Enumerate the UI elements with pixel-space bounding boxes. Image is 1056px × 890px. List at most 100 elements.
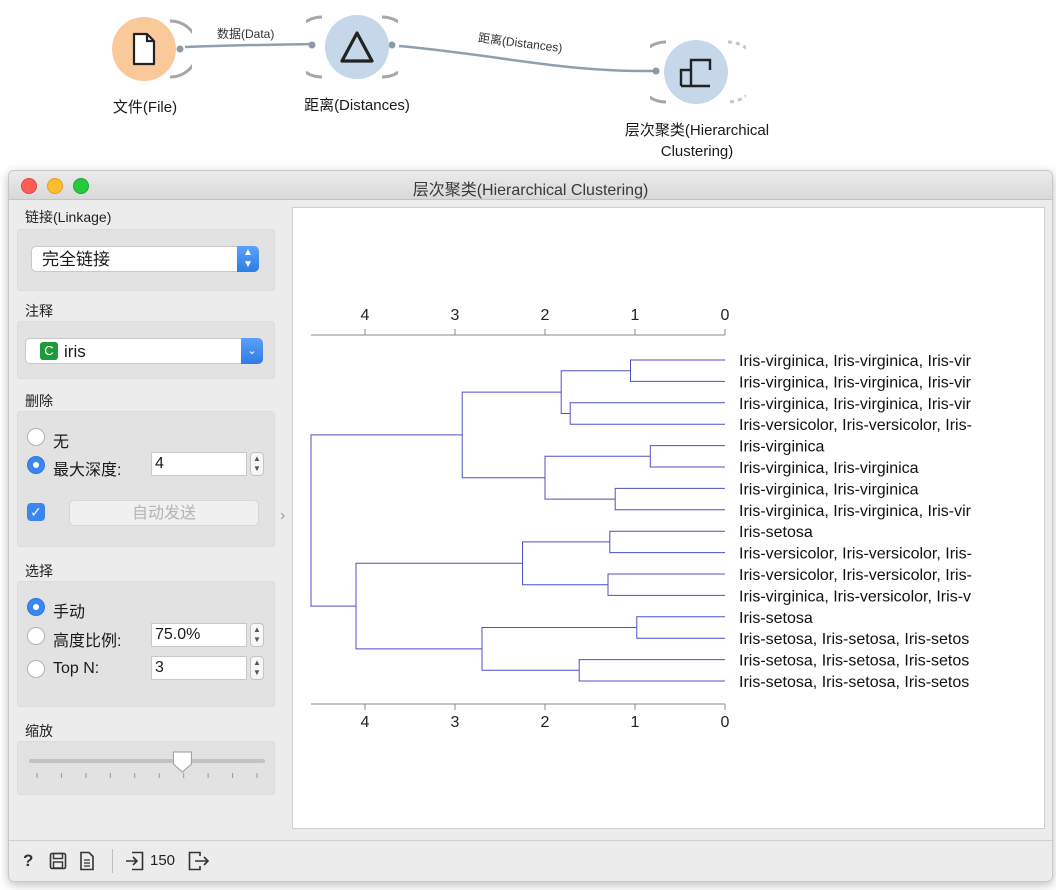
- report-icon[interactable]: [79, 851, 95, 871]
- dendrogram-branch: [630, 359, 725, 382]
- max-depth-spinbox[interactable]: 4: [151, 452, 247, 476]
- axis-tick-label: 0: [721, 714, 730, 731]
- link-data[interactable]: [184, 42, 314, 49]
- leaf-label: Iris-virginica, Iris-virginica, Iris-vir: [739, 353, 972, 370]
- selection-manual-label: 手动: [53, 604, 86, 621]
- selection-height-ratio-radio[interactable]: [27, 627, 45, 645]
- maximize-button[interactable]: [73, 178, 89, 194]
- title-bar[interactable]: 层次聚类(Hierarchical Clustering): [9, 171, 1052, 200]
- categorical-variable-icon: C: [40, 342, 58, 360]
- leaf-label: Iris-setosa: [739, 524, 813, 541]
- node-distances-ring: [306, 15, 398, 79]
- pruning-section-title: 删除: [25, 393, 53, 409]
- dendrogram-branch: [461, 391, 562, 479]
- status-divider: [112, 849, 113, 873]
- node-hc-ring: [650, 40, 746, 104]
- help-icon[interactable]: ?: [23, 851, 34, 870]
- leaf-label: Iris-virginica, Iris-virginica: [739, 460, 919, 477]
- axis-tick-label: 3: [451, 714, 460, 731]
- axis-tick-label: 2: [541, 307, 550, 324]
- linkage-section-title: 链接(Linkage): [25, 209, 112, 225]
- pruning-none-label: 无: [53, 434, 70, 451]
- leaf-label: Iris-setosa, Iris-setosa, Iris-setos: [739, 653, 969, 670]
- leaf-label: Iris-setosa, Iris-setosa, Iris-setos: [739, 674, 969, 691]
- file-icon: [132, 32, 156, 66]
- node-file-ring: [169, 19, 192, 79]
- max-depth-stepper[interactable]: ▲▼: [250, 452, 264, 476]
- linkage-box: 完全链接 ▲▼: [17, 229, 275, 291]
- output-icon[interactable]: [188, 851, 210, 871]
- leaf-label: Iris-virginica: [739, 439, 824, 456]
- status-bar: ? 150: [9, 840, 1052, 881]
- axis-tick-label: 0: [721, 307, 730, 324]
- dendrogram-branch: [578, 659, 725, 682]
- leaf-label: Iris-versicolor, Iris-versicolor, Iris-: [739, 567, 972, 584]
- height-ratio-spinbox[interactable]: 75.0%: [151, 623, 247, 647]
- selection-height-ratio-label: 高度比例:: [53, 633, 122, 650]
- axis-tick-label: 2: [541, 714, 550, 731]
- dendrogram-branch: [649, 445, 725, 468]
- workflow-links: [184, 42, 656, 73]
- leaf-label: Iris-virginica, Iris-virginica, Iris-vir: [739, 374, 972, 391]
- pruning-max-depth-radio[interactable]: [27, 456, 45, 474]
- leaf-label: Iris-virginica, Iris-virginica, Iris-vir: [739, 396, 972, 413]
- selection-top-n-label: Top N:: [53, 660, 100, 677]
- node-file-label: 文件(File): [112, 99, 178, 116]
- axis-tick-label: 3: [451, 307, 460, 324]
- node-hc-label-line1: 层次聚类(Hierarchical: [624, 122, 770, 139]
- height-ratio-stepper[interactable]: ▲▼: [250, 623, 264, 647]
- selection-manual-radio[interactable]: [27, 598, 45, 616]
- save-icon[interactable]: [49, 852, 67, 870]
- axis-tick-label: 1: [631, 307, 640, 324]
- leaf-label: Iris-versicolor, Iris-versicolor, Iris-: [739, 417, 972, 434]
- delta-icon: [340, 31, 374, 63]
- node-hc-label-line2: Clustering): [660, 143, 734, 160]
- selection-top-n-radio[interactable]: [27, 660, 45, 678]
- dendrogram-branch: [614, 487, 725, 511]
- leaf-label: Iris-virginica, Iris-virginica: [739, 481, 919, 498]
- dendrogram-branch: [310, 434, 463, 607]
- axis-tick-label: 4: [361, 307, 370, 324]
- chevron-down-icon: ⌄: [241, 338, 263, 364]
- node-distances-label: 距离(Distances): [304, 97, 410, 114]
- leaf-label: Iris-virginica, Iris-versicolor, Iris-v: [739, 588, 971, 605]
- auto-send-button[interactable]: 自动发送: [69, 500, 259, 526]
- axis-tick-label: 1: [631, 714, 640, 731]
- top-n-spinbox[interactable]: 3: [151, 656, 247, 680]
- annotation-section-title: 注释: [25, 303, 53, 319]
- dendrogram-branch: [609, 530, 725, 554]
- minimize-button[interactable]: [47, 178, 63, 194]
- input-icon[interactable]: [125, 851, 145, 871]
- auto-send-checkbox[interactable]: ✓: [27, 503, 45, 521]
- link-distances[interactable]: [398, 44, 656, 73]
- dendrogram-branch: [355, 562, 523, 650]
- pruning-box: 无 最大深度: 4 ▲▼ ✓ 自动发送: [17, 411, 275, 547]
- selection-box: 手动 高度比例: 75.0% ▲▼ Top N: 3 ▲▼: [17, 581, 275, 707]
- dendrogram-branch: [481, 627, 637, 671]
- window-title: 层次聚类(Hierarchical Clustering): [412, 182, 649, 199]
- leaf-label: Iris-versicolor, Iris-versicolor, Iris-: [739, 546, 972, 563]
- leaf-label: Iris-virginica, Iris-virginica, Iris-vir: [739, 503, 972, 520]
- zoom-section-title: 缩放: [25, 723, 53, 739]
- dendrogram-branch: [569, 402, 725, 425]
- axis-tick-label: 4: [361, 714, 370, 731]
- linkage-combo[interactable]: 完全链接 ▲▼: [31, 246, 259, 272]
- zoom-slider-thumb[interactable]: [172, 751, 192, 773]
- zoom-slider[interactable]: [17, 741, 275, 795]
- combo-updown-icon: ▲▼: [237, 246, 259, 272]
- dendrogram-branch: [522, 541, 610, 586]
- top-n-stepper[interactable]: ▲▼: [250, 656, 264, 680]
- dendrogram-icon: [679, 58, 712, 88]
- chevron-right-icon[interactable]: ›: [280, 507, 286, 524]
- close-button[interactable]: [21, 178, 37, 194]
- zoom-slider-ticks: [36, 773, 258, 778]
- pruning-none-radio[interactable]: [27, 428, 45, 446]
- linkage-combo-value: 完全链接: [42, 250, 110, 269]
- pruning-max-depth-label: 最大深度:: [53, 462, 122, 479]
- workflow-canvas[interactable]: 数据(Data) 距离(Distances) 文件(File) 距离(Di: [0, 0, 1056, 170]
- input-count: 150: [150, 852, 176, 869]
